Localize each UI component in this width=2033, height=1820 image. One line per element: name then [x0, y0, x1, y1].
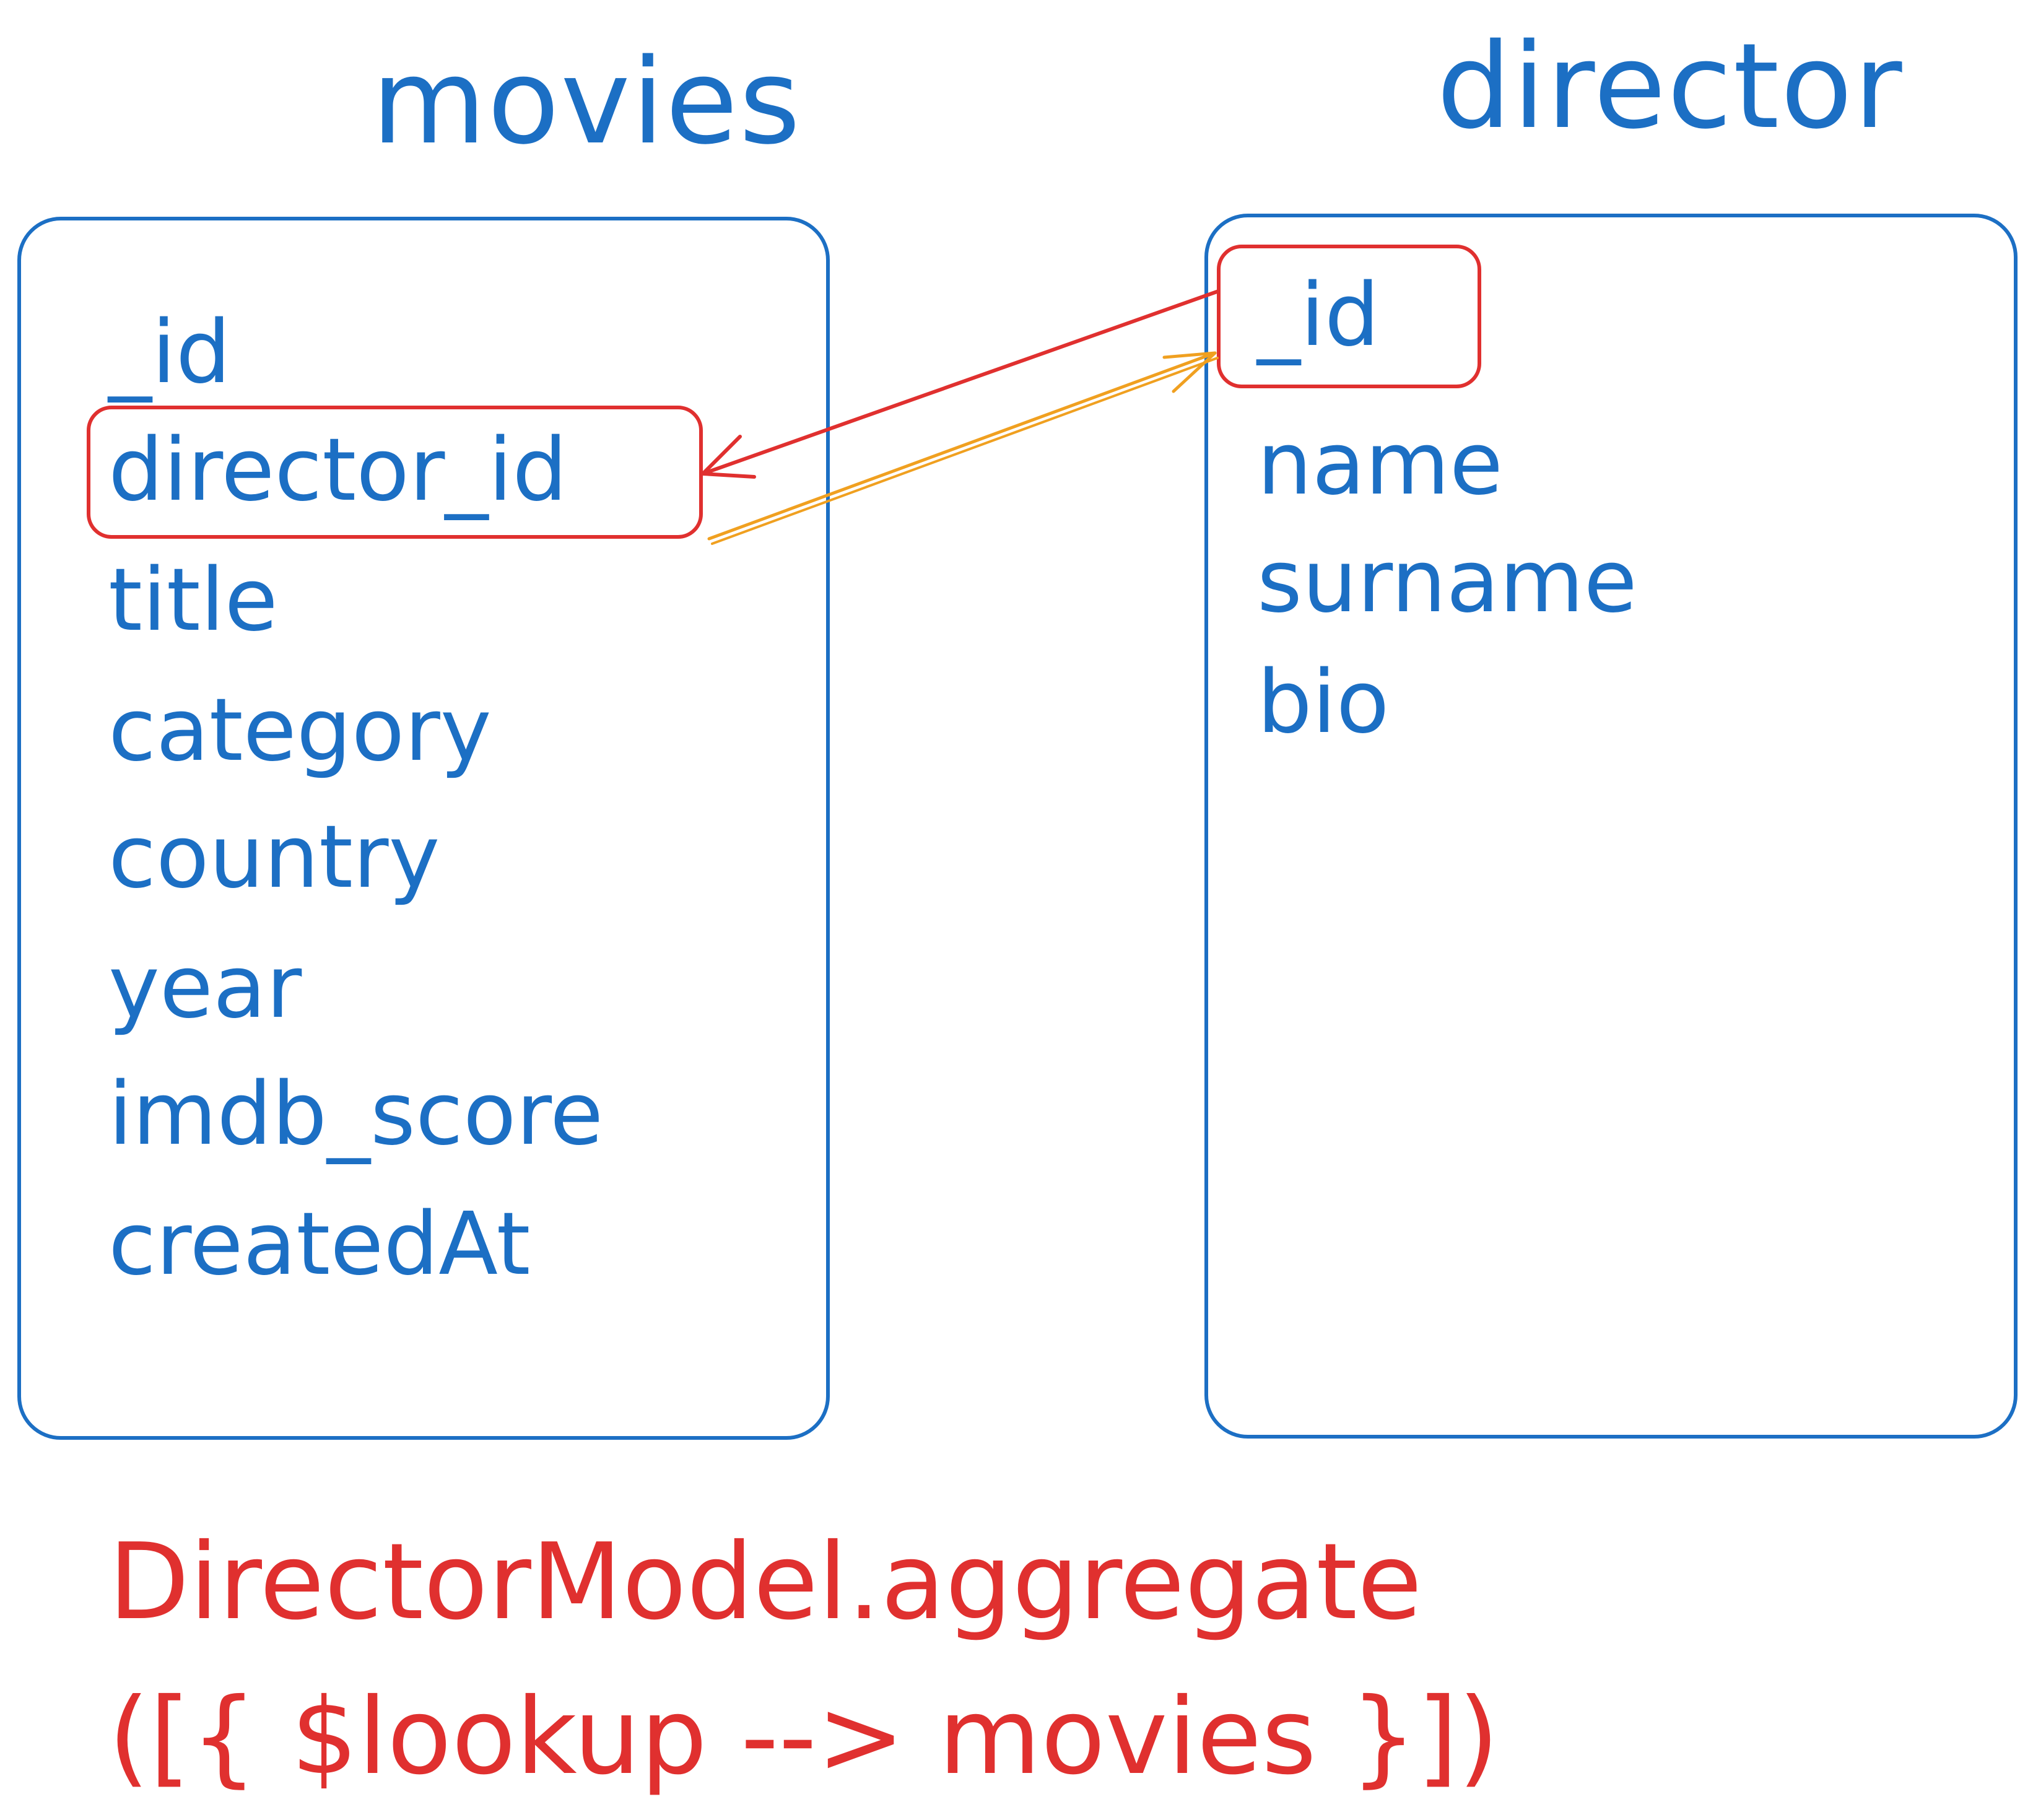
- director-collection-title: director: [1437, 18, 1904, 155]
- red-arrow: [701, 289, 1221, 479]
- director-collection-box: [1204, 214, 2018, 1439]
- orange-arrow: [707, 351, 1219, 545]
- director-pk-highlight: [1217, 245, 1481, 388]
- director-field-id: _id: [1257, 265, 1380, 366]
- director-field-bio: bio: [1257, 652, 1390, 753]
- movies-field-year: year: [108, 937, 302, 1038]
- movies-field-created-at: createdAt: [108, 1194, 531, 1295]
- movies-field-director-id: director_id: [108, 420, 568, 521]
- movies-field-id: _id: [108, 302, 231, 403]
- movies-field-imdb-score: imdb_score: [108, 1064, 604, 1165]
- movies-field-country: country: [108, 807, 440, 908]
- director-id-highlight: [87, 406, 703, 539]
- aggregate-query-line2: ([{ $lookup --> movies }]): [108, 1676, 1499, 1798]
- aggregate-query-line1: DirectorModel.aggregate: [108, 1521, 1422, 1644]
- movies-collection-title: movies: [372, 33, 802, 170]
- movies-field-category: category: [108, 680, 492, 781]
- movies-collection-box: [17, 217, 830, 1440]
- director-field-name: name: [1257, 414, 1504, 515]
- director-field-surname: surname: [1257, 531, 1637, 632]
- movies-field-title: title: [108, 550, 278, 651]
